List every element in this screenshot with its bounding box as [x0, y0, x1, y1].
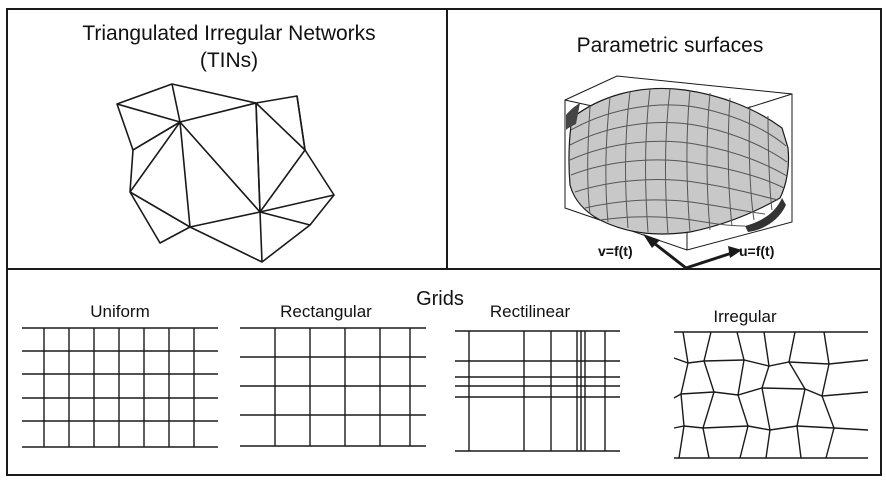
parametric-title: Parametric surfaces	[576, 34, 764, 57]
tin-title-line2: (TINs)	[199, 49, 259, 72]
grid-label-irregular: Irregular	[713, 307, 777, 326]
grids-panel	[6, 268, 882, 476]
v-axis-arrowhead	[643, 234, 660, 248]
v-axis-arrow-line	[649, 238, 687, 270]
uniform-grid	[22, 327, 218, 448]
grid-label-uniform: Uniform	[90, 302, 150, 321]
rectangular-grid	[240, 327, 426, 447]
parametric-surface	[566, 87, 790, 235]
tin-title-line1: Triangulated Irregular Networks	[82, 22, 376, 45]
v-axis-label: v=f(t)	[598, 243, 633, 259]
grids-title: Grids	[416, 288, 464, 310]
uv-axes	[643, 234, 742, 270]
u-axis-arrowhead	[728, 246, 742, 258]
rectilinear-grid	[455, 330, 620, 452]
irregular-grid	[673, 331, 869, 459]
u-axis-label: u=f(t)	[739, 243, 775, 259]
u-axis-arrow-line	[685, 251, 733, 270]
grid-label-rectangular: Rectangular	[280, 302, 372, 321]
grid-label-rectilinear: Rectilinear	[489, 302, 571, 321]
tin-mesh	[116, 83, 335, 263]
